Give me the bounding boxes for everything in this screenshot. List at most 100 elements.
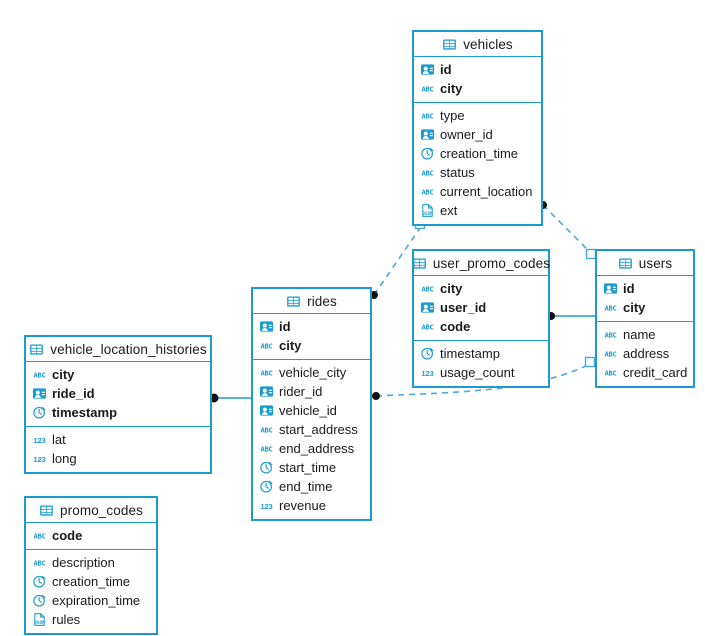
abc-icon: ABC — [32, 555, 47, 570]
primary-key-group-vehicle_location_histories: ABC city ride_id timestamp — [26, 362, 210, 426]
json-icon: JSON — [420, 203, 435, 218]
table-icon — [412, 256, 427, 271]
entity-header-promo_codes[interactable]: promo_codes — [26, 498, 156, 523]
svg-text:ABC: ABC — [34, 559, 46, 568]
table-icon — [29, 342, 44, 357]
entity-title: users — [638, 255, 673, 271]
svg-text:JSON: JSON — [34, 620, 45, 626]
svg-text:ABC: ABC — [422, 285, 434, 294]
abc-icon: ABC — [603, 327, 618, 342]
entity-header-users[interactable]: users — [597, 251, 693, 276]
column-rides-vehicle_id[interactable]: vehicle_id — [253, 401, 370, 420]
abc-icon: ABC — [420, 108, 435, 123]
entity-vehicle_location_histories[interactable]: vehicle_location_histories ABC city ride_… — [24, 335, 212, 474]
column-label: creation_time — [52, 574, 131, 589]
column-label: city — [279, 338, 302, 353]
entity-title: vehicles — [463, 36, 513, 52]
clock-icon — [259, 460, 274, 475]
column-rides-start_time[interactable]: start_time — [253, 458, 370, 477]
column-vehicles-type[interactable]: ABC type — [414, 106, 541, 125]
column-vehicle_location_histories-ride_id[interactable]: ride_id — [26, 384, 210, 403]
column-label: timestamp — [52, 405, 118, 420]
entity-title: vehicle_location_histories — [50, 341, 207, 357]
json-icon: JSON — [32, 612, 47, 627]
column-users-id[interactable]: id — [597, 279, 693, 298]
column-promo_codes-rules[interactable]: JSON rules — [26, 610, 156, 629]
column-rides-end_time[interactable]: end_time — [253, 477, 370, 496]
svg-text:ABC: ABC — [605, 331, 617, 340]
clock-icon — [259, 479, 274, 494]
svg-text:ABC: ABC — [261, 342, 273, 351]
edge-target-square — [584, 356, 596, 368]
column-label: end_time — [279, 479, 333, 494]
column-user_promo_codes-user_id[interactable]: user_id — [414, 298, 548, 317]
column-label: city — [52, 367, 75, 382]
column-vehicles-creation_time[interactable]: creation_time — [414, 144, 541, 163]
entity-header-user_promo_codes[interactable]: user_promo_codes — [412, 251, 550, 276]
column-promo_codes-creation_time[interactable]: creation_time — [26, 572, 156, 591]
column-vehicle_location_histories-city[interactable]: ABC city — [26, 365, 210, 384]
column-user_promo_codes-timestamp[interactable]: timestamp — [414, 344, 548, 363]
number-123-icon: 123 — [259, 498, 274, 513]
number-123-icon: 123 — [420, 365, 435, 380]
svg-text:ABC: ABC — [34, 532, 46, 541]
entity-header-vehicles[interactable]: vehicles — [414, 32, 541, 57]
column-label: ride_id — [52, 386, 95, 401]
abc-icon: ABC — [420, 184, 435, 199]
column-vehicles-id[interactable]: id — [414, 60, 541, 79]
column-promo_codes-expiration_time[interactable]: expiration_time — [26, 591, 156, 610]
clock-icon — [420, 346, 435, 361]
column-rides-city[interactable]: ABC city — [253, 336, 370, 355]
relationship-users-user_promo_codes[interactable] — [547, 312, 595, 320]
abc-icon: ABC — [603, 346, 618, 361]
relationship-vehicle_location_histories-rides[interactable] — [209, 393, 252, 403]
column-vehicle_location_histories-timestamp[interactable]: timestamp — [26, 403, 210, 422]
column-label: rules — [52, 612, 81, 627]
clock-icon — [32, 593, 47, 608]
column-label: timestamp — [440, 346, 500, 361]
number-123-icon: 123 — [32, 451, 47, 466]
entity-header-rides[interactable]: rides — [253, 289, 370, 314]
abc-icon: ABC — [259, 422, 274, 437]
column-vehicles-owner_id[interactable]: owner_id — [414, 125, 541, 144]
clock-icon — [32, 574, 47, 589]
column-rides-rider_id[interactable]: rider_id — [253, 382, 370, 401]
column-label: type — [440, 108, 465, 123]
entity-header-vehicle_location_histories[interactable]: vehicle_location_histories — [26, 337, 210, 362]
table-icon — [286, 294, 301, 309]
abc-icon: ABC — [259, 441, 274, 456]
abc-icon: ABC — [420, 281, 435, 296]
key-id-icon — [603, 281, 618, 296]
primary-key-group-rides: id ABC city — [253, 314, 370, 359]
column-rides-id[interactable]: id — [253, 317, 370, 336]
abc-icon: ABC — [32, 367, 47, 382]
